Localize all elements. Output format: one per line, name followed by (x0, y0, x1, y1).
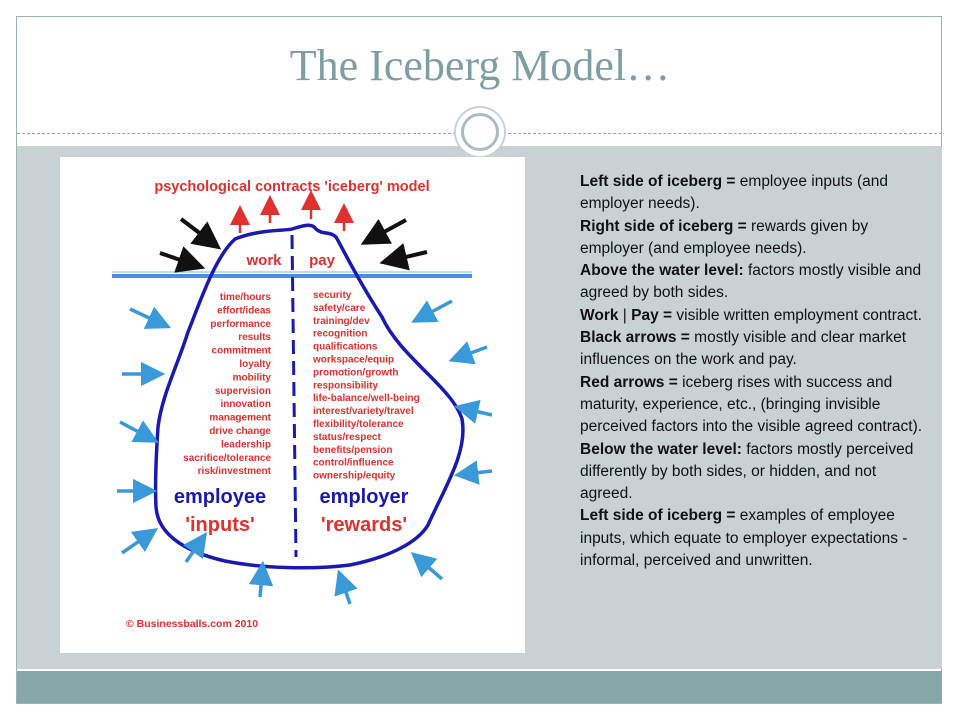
employer-rewards-list: security safety/care training/dev recogniti… (312, 290, 420, 482)
employee-input-item: mobility (233, 372, 272, 383)
employer-reward-item: interest/variety/travel (313, 406, 414, 417)
employee-input-item: drive change (209, 426, 271, 437)
explanation-panel: Left side of iceberg = employee inputs (… (580, 171, 930, 572)
employee-input-item: leadership (221, 439, 271, 450)
explanation-paragraph: Below the water level: factors mostly pe… (580, 440, 914, 503)
employee-input-item: time/hours (220, 292, 272, 303)
explanation-paragraph: Right side of iceberg = rewards given by… (580, 217, 869, 257)
employee-input-item: sacrifice/tolerance (183, 453, 271, 464)
employee-input-item: results (238, 332, 271, 343)
employer-label: employer (320, 486, 409, 508)
employee-input-item: loyalty (239, 359, 271, 370)
employee-input-item: risk/investment (198, 466, 272, 477)
explanation-paragraph: Red arrows = iceberg rises with success … (580, 373, 923, 436)
employer-reward-item: control/influence (313, 458, 394, 469)
employer-reward-item: flexibility/tolerance (313, 419, 404, 430)
diagram-heading: psychological contracts 'iceberg' model (154, 179, 429, 195)
employee-label: employee (174, 486, 266, 508)
employer-reward-item: safety/care (313, 303, 366, 314)
employer-reward-item: qualifications (313, 342, 378, 353)
employer-reward-item: training/dev (313, 316, 370, 327)
employee-input-item: commitment (212, 346, 272, 357)
rewards-label: 'rewards' (321, 514, 407, 536)
center-divider (290, 234, 298, 558)
employee-input-item: management (209, 413, 271, 424)
explanation-paragraph: Above the water level: factors mostly vi… (580, 262, 922, 302)
circle-ornament-icon (454, 106, 506, 158)
explanation-paragraph: Black arrows = mostly visible and clear … (580, 329, 907, 369)
slide-title: The Iceberg Model… (289, 41, 671, 90)
employee-input-item: supervision (215, 386, 271, 397)
explanation-paragraph: Left side of iceberg = employee inputs (… (580, 173, 888, 213)
inputs-label: 'inputs' (185, 514, 255, 536)
blue-arrows (117, 299, 493, 605)
employer-reward-item: status/respect (313, 432, 381, 443)
employer-reward-item: ownership/equity (313, 471, 396, 482)
employer-reward-item: life-balance/well-being (313, 393, 420, 404)
employer-reward-item: benefits/pension (313, 445, 392, 456)
employer-reward-item: recognition (313, 329, 367, 340)
pay-label: pay (309, 252, 336, 269)
iceberg-outline (153, 223, 465, 570)
employee-input-item: innovation (220, 399, 271, 410)
explanation-paragraph: Work | Pay = visible written employment … (580, 306, 922, 324)
employee-inputs-list: time/hours effort/ideas performance results… (183, 292, 271, 477)
employer-reward-item: responsibility (313, 380, 378, 391)
copyright-text: © Businessballs.com 2010 (126, 618, 258, 630)
iceberg-diagram: psychological contracts 'iceberg' model … (60, 157, 525, 653)
employer-reward-item: workspace/equip (312, 355, 394, 366)
explanation-paragraph: Left side of iceberg = examples of emplo… (580, 507, 908, 570)
black-arrows (159, 217, 428, 273)
footer-band (17, 671, 942, 703)
employer-reward-item: promotion/growth (313, 367, 399, 378)
employer-reward-item: security (313, 290, 352, 301)
employee-input-item: performance (210, 319, 271, 330)
red-arrows (230, 190, 354, 233)
employee-input-item: effort/ideas (217, 305, 271, 316)
work-label: work (245, 252, 282, 269)
